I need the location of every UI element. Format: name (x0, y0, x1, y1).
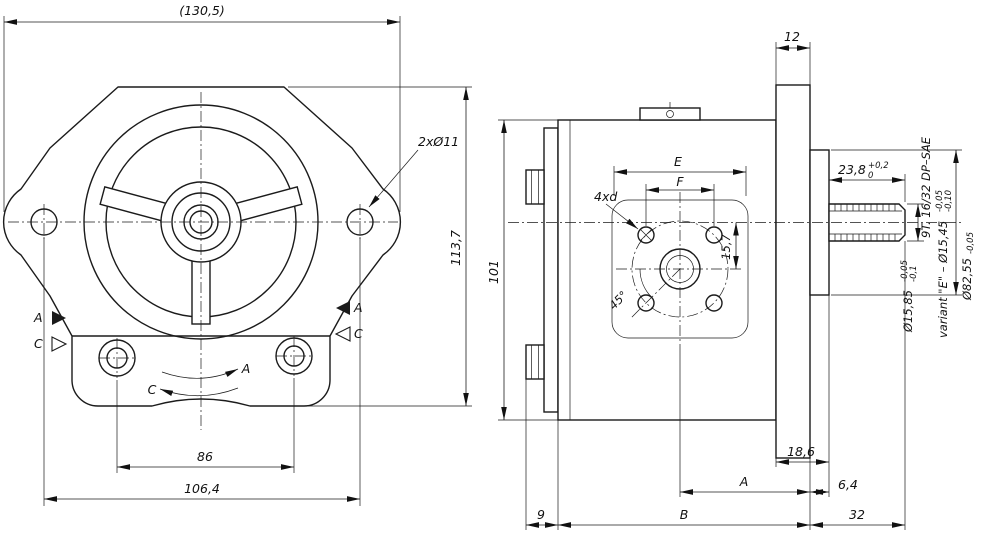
rotation-c-label: C (148, 382, 157, 397)
dim-port-spacing: 86 (197, 449, 213, 464)
pilot-dia-callout: Ø82,55 -0,05 (960, 232, 976, 301)
dim-f: F (676, 174, 684, 189)
section-a-arrow-icon (52, 311, 66, 325)
rotation-arrows: A C (148, 361, 251, 397)
pump-body (557, 119, 777, 421)
marked-hole-cross-icon (639, 228, 653, 242)
dim-pilot-total: 18,6 (787, 444, 815, 459)
hex-plug-top (525, 169, 545, 205)
hole-callout-leader (368, 149, 419, 208)
spline-spec-callout: 9T. 16/32 DP–SAE (919, 136, 933, 238)
dim-height: 113,7 (448, 230, 463, 266)
front-view: A C A C A C (2, 86, 402, 430)
pilot-dia-tol: -0,05 (966, 232, 976, 254)
section-c-arrow-icon (51, 336, 68, 352)
dim-a: A (739, 474, 749, 489)
dim-port-offset: 15,7 (719, 234, 733, 260)
section-a-label: A (353, 300, 363, 315)
front-extension-lines (3, 16, 472, 506)
side-centerlines (508, 192, 962, 352)
vent-hole (666, 110, 674, 118)
section-c-label: C (354, 326, 363, 341)
holes-callout-label: 4xd (594, 189, 617, 204)
spline-spec: 9T. 16/32 DP–SAE (919, 136, 933, 238)
dim-pilot-depth: 6,4 (838, 477, 858, 492)
dim-b: B (680, 507, 689, 522)
section-a-arrow-icon (336, 301, 350, 315)
holes-callout-leader (605, 203, 639, 230)
flange-bolt-holes (637, 226, 723, 312)
bolt-circle (631, 220, 729, 318)
variant-tol-lower: -0,10 (944, 190, 954, 212)
shaft-dia: Ø15,85 (901, 290, 915, 333)
top-boss (639, 107, 701, 121)
pilot-dia: Ø82,55 (960, 258, 974, 301)
side-view: 45° (508, 84, 962, 459)
hex-plug-bottom (525, 344, 545, 380)
spline-length-tol-upper: +0,2 (868, 161, 889, 171)
dim-e: E (674, 154, 682, 169)
dim-overall-width: (130,5) (179, 3, 225, 18)
dim-spline-length: 23,8 (838, 162, 866, 177)
section-c-label: C (34, 336, 43, 351)
mounting-flange (775, 84, 811, 459)
dim-body-height: 101 (486, 260, 501, 284)
dim-flange-thickness: 12 (784, 29, 800, 44)
section-markers-right: A C (334, 300, 363, 342)
front-centerlines (8, 92, 398, 430)
dim-rear: 9 (537, 507, 545, 522)
variant-callout: variant "E" – Ø15,45 -0,05 -0,10 (935, 190, 954, 338)
variant-tol-upper: -0,05 (935, 190, 945, 212)
side-view-dimensions: 12 101 E F 15,7 4xd 23,8 +0,2 0 Ø15,85 -… (486, 29, 976, 530)
rotation-arrow-c-icon (159, 387, 239, 397)
splined-shaft (828, 203, 906, 242)
variant-label: variant "E" – Ø15,45 (936, 221, 950, 338)
rotation-arrow-a-icon (161, 368, 239, 379)
rear-cover (543, 127, 559, 413)
angle-arc (639, 268, 652, 298)
section-a-label: A (33, 310, 43, 325)
dim-mount-spacing: 106,4 (184, 481, 220, 496)
shaft-dia-callout: Ø15,85 -0,05 -0,1 (900, 260, 919, 333)
section-c-arrow-icon (334, 326, 351, 342)
hole-callout-label: 2xØ11 (418, 134, 459, 149)
spline-length-tol-lower: 0 (868, 171, 873, 181)
rotation-a-label: A (241, 361, 251, 376)
shaft-dia-tol-upper: -0,05 (900, 260, 910, 282)
dim-shaft-protrusion: 32 (849, 507, 865, 522)
section-markers-left: A C (33, 310, 68, 352)
front-view-dimensions: (130,5) 113,7 86 106,4 2xØ11 (3, 3, 472, 506)
shaft-dia-tol-lower: -0,1 (909, 265, 919, 282)
